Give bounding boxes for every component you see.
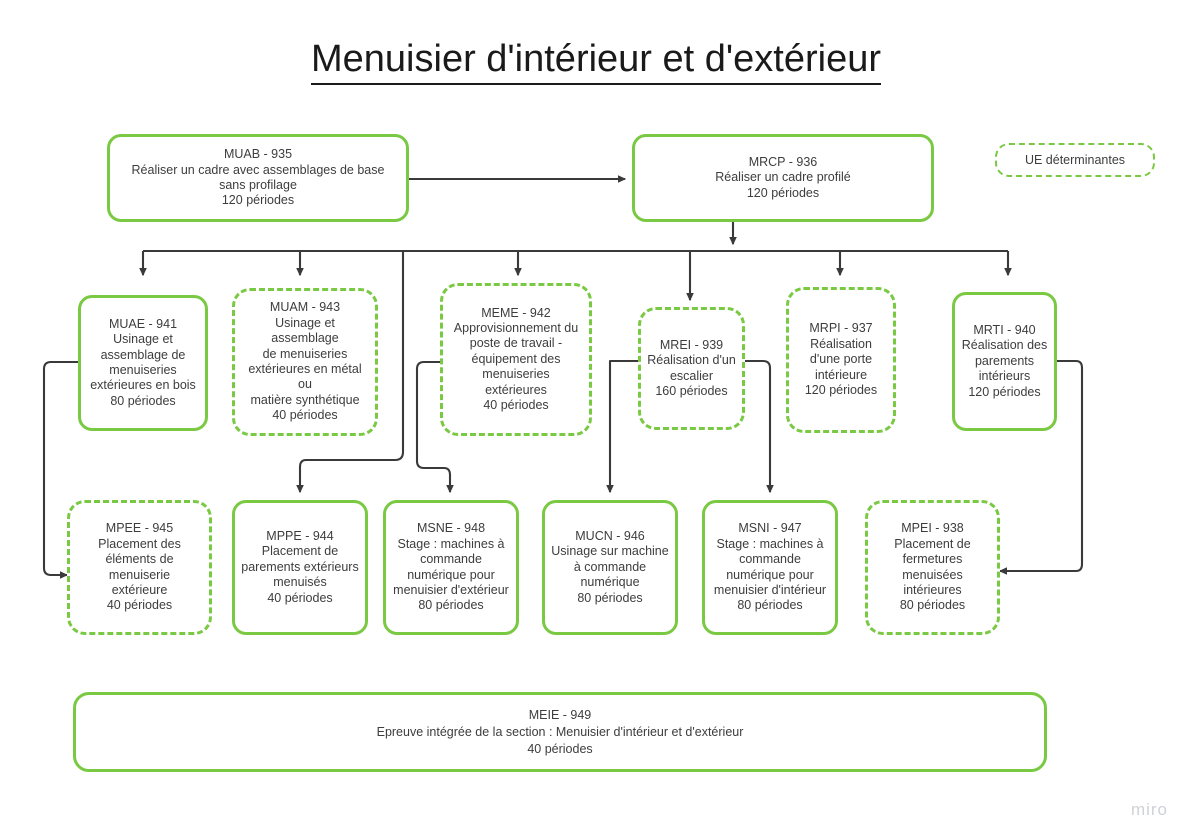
node-mrcp-text: MRCP - 936 Réaliser un cadre profilé 120… — [715, 154, 851, 200]
node-mrei[interactable]: MREI - 939 Réalisation d'un escalier 160… — [638, 307, 745, 430]
node-meie-text: MEIE - 949 Epreuve intégrée de la sectio… — [376, 707, 744, 756]
node-mrcp[interactable]: MRCP - 936 Réaliser un cadre profilé 120… — [632, 134, 934, 222]
node-mppe-text: MPPE - 944 Placement de parements extéri… — [241, 528, 359, 605]
node-meme[interactable]: MEME - 942 Approvisionnement du poste de… — [440, 283, 592, 436]
node-mpee-text: MPEE - 945 Placement des éléments de men… — [98, 521, 181, 613]
node-mpei[interactable]: MPEI - 938 Placement de fermetures menui… — [865, 500, 1000, 635]
node-mrpi-text: MRPI - 937 Réalisation d'une porte intér… — [804, 321, 878, 398]
node-muam-text: MUAM - 943 Usinage et assemblage de menu… — [248, 300, 362, 423]
node-meie[interactable]: MEIE - 949 Epreuve intégrée de la sectio… — [73, 692, 1047, 772]
node-meme-text: MEME - 942 Approvisionnement du poste de… — [453, 305, 579, 413]
node-msni[interactable]: MSNI - 947 Stage : machines à commande n… — [702, 500, 838, 635]
node-muae[interactable]: MUAE - 941 Usinage et assemblage de menu… — [78, 295, 208, 431]
node-mpee[interactable]: MPEE - 945 Placement des éléments de men… — [67, 500, 212, 635]
legend-ue-determinantes: UE déterminantes — [995, 143, 1155, 177]
node-mrei-text: MREI - 939 Réalisation d'un escalier 160… — [647, 337, 736, 398]
legend-label: UE déterminantes — [1024, 153, 1126, 167]
edge-mrei-mucn — [606, 359, 638, 494]
node-msne-text: MSNE - 948 Stage : machines à commande n… — [393, 521, 509, 613]
node-mucn-text: MUCN - 946 Usinage sur machine à command… — [551, 528, 669, 605]
miro-watermark: miro — [1130, 800, 1168, 819]
node-muab[interactable]: MUAB - 935 Réaliser un cadre avec assemb… — [107, 134, 409, 222]
node-mrti[interactable]: MRTI - 940 Réalisation des parements int… — [952, 292, 1057, 431]
node-muam[interactable]: MUAM - 943 Usinage et assemblage de menu… — [232, 288, 378, 436]
node-mppe[interactable]: MPPE - 944 Placement de parements extéri… — [232, 500, 368, 635]
node-mucn[interactable]: MUCN - 946 Usinage sur machine à command… — [542, 500, 678, 635]
node-msni-text: MSNI - 947 Stage : machines à commande n… — [713, 521, 827, 613]
node-mpei-text: MPEI - 938 Placement de fermetures menui… — [894, 521, 971, 613]
node-muab-text: MUAB - 935 Réaliser un cadre avec assemb… — [131, 147, 385, 208]
page-title: Menuisier d'intérieur et d'extérieur — [0, 38, 1192, 85]
node-msne[interactable]: MSNE - 948 Stage : machines à commande n… — [383, 500, 519, 635]
node-mrpi[interactable]: MRPI - 937 Réalisation d'une porte intér… — [786, 287, 896, 433]
edge-mrei-msni — [745, 359, 774, 494]
page-title-text: Menuisier d'intérieur et d'extérieur — [311, 38, 881, 85]
node-muae-text: MUAE - 941 Usinage et assemblage de menu… — [90, 316, 196, 408]
node-mrti-text: MRTI - 940 Réalisation des parements int… — [961, 322, 1048, 399]
